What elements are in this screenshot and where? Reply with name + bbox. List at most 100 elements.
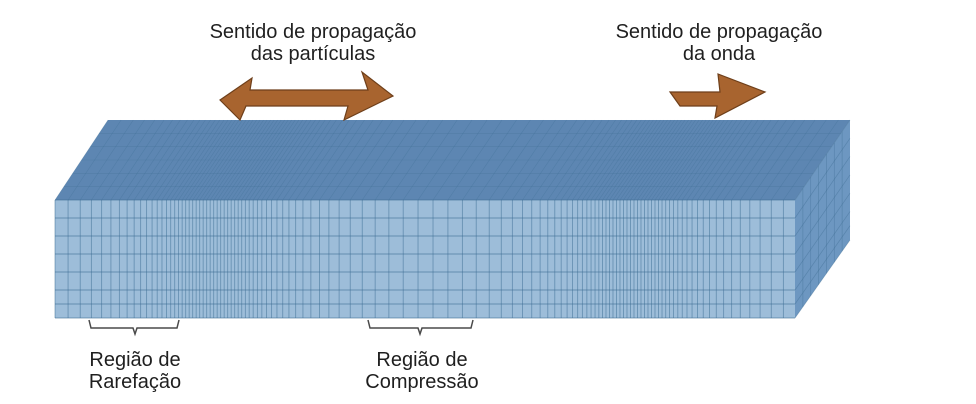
grid-line (582, 119, 638, 201)
grid-line (54, 119, 109, 201)
side-face-grid-lines (794, 119, 851, 319)
block-side-face (795, 120, 850, 318)
wave-direction-line2: da onda (682, 43, 756, 65)
block-top-face (55, 120, 850, 200)
grid-line (237, 119, 292, 201)
grid-line (140, 119, 195, 201)
grid-line (794, 119, 851, 201)
grid-line (586, 119, 642, 201)
grid-line (295, 119, 350, 201)
grid-line (101, 119, 155, 201)
grid-line (192, 119, 247, 201)
grid-line (547, 119, 603, 201)
particle-direction-line2: das partículas (250, 43, 376, 65)
grid-line (202, 119, 257, 201)
grid-line (665, 119, 721, 201)
grid-line (156, 119, 211, 201)
grid-line (178, 119, 233, 201)
grid-line (594, 119, 650, 201)
grid-line (282, 119, 337, 201)
grid-line (234, 119, 289, 201)
grid-line (166, 119, 221, 201)
grid-line (257, 119, 312, 201)
grid-line (195, 119, 250, 201)
grid-line (252, 119, 307, 201)
grid-line (501, 119, 556, 201)
grid-line (402, 119, 458, 201)
grid-line (749, 119, 805, 201)
grid-line (554, 119, 610, 201)
grid-line (590, 119, 646, 201)
rarefaction-brace (88, 319, 180, 337)
grid-line (67, 119, 122, 201)
grid-line (731, 119, 787, 201)
grid-line (119, 119, 173, 201)
grid-line (126, 119, 181, 201)
grid-line (539, 119, 595, 201)
grid-line (794, 174, 851, 255)
grid-line (612, 119, 668, 201)
grid-line (241, 119, 296, 201)
grid-line (531, 119, 587, 201)
grid-line (213, 119, 268, 201)
grid-line (302, 119, 357, 201)
grid-line (794, 193, 851, 273)
grid-line (227, 119, 282, 201)
grid-line (188, 119, 243, 201)
grid-line (602, 119, 658, 201)
grid-line (605, 119, 661, 201)
grid-line (174, 119, 229, 201)
grid-line (362, 119, 417, 201)
grid-line (630, 119, 686, 201)
compression-label: Região de Compressão (342, 349, 502, 393)
grid-line (651, 119, 707, 201)
grid-line (771, 119, 827, 201)
grid-line (110, 119, 165, 201)
grid-line (349, 119, 405, 201)
grid-line (619, 119, 675, 201)
grid-line (181, 119, 236, 201)
grid-line (338, 119, 394, 201)
grid-line (512, 119, 567, 201)
grid-line (759, 119, 816, 201)
grid-line (623, 119, 679, 201)
grid-line (462, 119, 517, 201)
grid-line (185, 119, 240, 201)
grid-line (223, 119, 278, 201)
grid-line (271, 119, 326, 201)
grid-line (133, 119, 188, 201)
grid-line (447, 119, 503, 201)
rarefaction-line1: Região de (89, 349, 181, 371)
grid-line (388, 119, 444, 201)
grid-line (572, 119, 628, 201)
grid-line (633, 119, 689, 201)
grid-line (146, 119, 201, 201)
grid-line (598, 119, 654, 201)
grid-line (669, 119, 725, 201)
grid-line (709, 119, 765, 201)
right-arrow-icon (668, 73, 767, 120)
front-face-grid-lines (54, 199, 795, 319)
grid-line (276, 119, 331, 201)
grid-line (266, 119, 321, 201)
grid-line (522, 119, 578, 201)
compression-line1: Região de (376, 349, 468, 371)
grid-line (230, 119, 285, 201)
grid-line (691, 119, 748, 201)
grid-line (475, 119, 531, 201)
grid-line (374, 119, 430, 201)
grid-line (677, 119, 733, 201)
grid-line (220, 119, 275, 201)
grid-line (723, 119, 779, 201)
grid-line (432, 119, 488, 201)
grid-line (206, 119, 261, 201)
particle-direction-label: Sentido de propagação das partículas (186, 21, 440, 65)
grid-line (245, 119, 300, 201)
grid-line (716, 119, 772, 201)
grid-line (577, 119, 633, 201)
grid-line (560, 119, 616, 201)
grid-line (151, 119, 206, 201)
grid-line (216, 119, 271, 201)
grid-line (91, 119, 145, 201)
